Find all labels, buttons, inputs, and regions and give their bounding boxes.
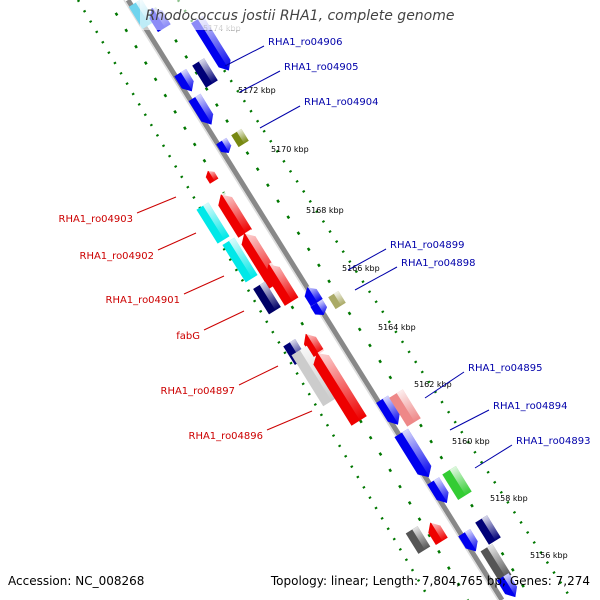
- forward-label-leader: [347, 248, 387, 271]
- forward-gene-label[interactable]: RHA1_ro04905: [284, 62, 359, 73]
- gene-arrow[interactable]: [222, 237, 258, 283]
- gene-arrow-body: [376, 395, 400, 425]
- gene-arrow[interactable]: [310, 299, 330, 318]
- gene-arrow[interactable]: [475, 515, 501, 545]
- gene-arrow-shine: [228, 237, 258, 279]
- gene-arrow[interactable]: [214, 190, 252, 238]
- gene-arrow[interactable]: [216, 137, 234, 156]
- forward-label-leader: [474, 444, 513, 469]
- forward-gene-label[interactable]: RHA1_ro04893: [516, 436, 591, 447]
- kbp-tick-label: 5164 kbp: [378, 323, 416, 332]
- gene-arrow-shine: [433, 477, 453, 503]
- gene-arrow-shine: [195, 93, 218, 125]
- gene-arrow-shine: [503, 573, 522, 597]
- gene-arrow[interactable]: [192, 58, 218, 88]
- gene-arrow[interactable]: [188, 93, 218, 129]
- gene-arrow[interactable]: [480, 544, 512, 582]
- gene-arrow[interactable]: [376, 395, 404, 429]
- gene-arrow-shine: [487, 544, 512, 578]
- gene-arrow-shine: [307, 283, 323, 303]
- gene-arrow-shine: [180, 68, 198, 91]
- gene-arrow[interactable]: [253, 281, 281, 315]
- reverse-gene-label[interactable]: RHA1_ro04897: [161, 386, 236, 397]
- gene-arrow[interactable]: [262, 260, 299, 306]
- reverse-gene-label[interactable]: RHA1_ro04902: [80, 251, 155, 262]
- gene-arrow-shine: [317, 348, 367, 421]
- gene-arrow[interactable]: [174, 68, 198, 95]
- gene-arrow-shine: [412, 526, 431, 550]
- reverse-gene-label[interactable]: RHA1_ro04896: [189, 431, 264, 442]
- gene-arrow-shine: [401, 428, 436, 477]
- forward-label-leader: [239, 70, 281, 93]
- forward-gene-label[interactable]: RHA1_ro04899: [390, 240, 465, 251]
- gene-arrow-shine: [221, 190, 252, 234]
- kbp-tick-label: 5166 kbp: [342, 264, 380, 273]
- gene-arrow[interactable]: [427, 477, 453, 506]
- reverse-gene-label[interactable]: RHA1_ro04903: [59, 214, 134, 225]
- forward-gene-label[interactable]: RHA1_ro04898: [401, 258, 476, 269]
- reverse-label-leader: [203, 310, 245, 331]
- gene-arrow-body: [427, 477, 449, 504]
- reverse-label-leader: [266, 410, 313, 431]
- gene-arrow[interactable]: [394, 428, 436, 482]
- forward-gene-label[interactable]: RHA1_ro04906: [268, 37, 343, 48]
- gene-arrow-shine: [306, 330, 325, 354]
- page-title: Rhodococcus jostii RHA1, complete genome: [145, 8, 455, 24]
- gene-arrow[interactable]: [424, 518, 448, 546]
- gene-arrow[interactable]: [496, 573, 522, 600]
- gene-arrow[interactable]: [389, 389, 421, 427]
- forward-label-leader: [224, 45, 265, 67]
- gene-arrow-shine: [208, 168, 219, 181]
- title-fade: [140, 0, 280, 30]
- forward-gene-label[interactable]: RHA1_ro04904: [304, 97, 379, 108]
- gene-arrow[interactable]: [196, 202, 230, 244]
- forward-label-leader: [449, 409, 490, 431]
- topology-text: Topology: linear; Length: 7,804,765 bp; …: [270, 574, 590, 588]
- kbp-tick-label: 5156 kbp: [530, 551, 568, 560]
- reverse-label-leader: [136, 196, 177, 214]
- forward-label-leader: [259, 105, 301, 129]
- kbp-tick-label: 5160 kbp: [452, 437, 490, 446]
- gene-arrow-shine: [236, 128, 249, 144]
- gene-arrow-shine: [221, 137, 234, 153]
- gene-arrow[interactable]: [301, 283, 323, 307]
- gene-arrow-shine: [382, 395, 404, 425]
- reverse-gene-label[interactable]: fabG: [176, 331, 200, 342]
- gene-arrow-shine: [316, 299, 330, 315]
- gene-arrow-shine: [269, 260, 299, 302]
- reverse-label-leader: [183, 275, 225, 295]
- gene-arrow-shine: [481, 515, 501, 541]
- kbp-tick-label: 5168 kbp: [306, 206, 344, 215]
- gene-arrow-shine: [449, 466, 472, 496]
- gene-arrow-shine: [333, 290, 346, 306]
- kbp-tick-label: 5158 kbp: [490, 494, 528, 503]
- reverse-label-leader: [157, 232, 197, 251]
- gene-arrow[interactable]: [458, 528, 482, 555]
- gene-arrow[interactable]: [204, 168, 219, 184]
- gene-arrow-body: [394, 428, 432, 478]
- kbp-tick-label: 5170 kbp: [271, 145, 309, 154]
- gene-arrow-shine: [203, 202, 230, 240]
- gene-arrow-body: [188, 93, 214, 125]
- gene-arrow[interactable]: [405, 526, 431, 554]
- gene-arrow[interactable]: [328, 290, 346, 310]
- forward-gene-label[interactable]: RHA1_ro04894: [493, 401, 568, 412]
- kbp-tick-label: 5172 kbp: [238, 86, 276, 95]
- gene-arrow[interactable]: [309, 348, 367, 426]
- gene-arrow[interactable]: [231, 128, 249, 148]
- forward-label-leader: [424, 371, 465, 399]
- forward-label-leader: [354, 266, 398, 291]
- gene-arrow-shine: [396, 389, 421, 423]
- gene-arrow-shine: [430, 518, 448, 541]
- kbp-tick-label: 5162 kbp: [414, 380, 452, 389]
- gene-arrow[interactable]: [442, 466, 472, 500]
- reverse-label-leader: [238, 365, 279, 386]
- gene-arrow-shine: [464, 528, 482, 551]
- gene-arrow-shine: [259, 281, 281, 311]
- reverse-gene-label[interactable]: RHA1_ro04901: [106, 295, 181, 306]
- accession-text: Accession: NC_008268: [8, 574, 145, 588]
- forward-gene-label[interactable]: RHA1_ro04895: [468, 363, 543, 374]
- gene-arrow-shine: [198, 58, 218, 84]
